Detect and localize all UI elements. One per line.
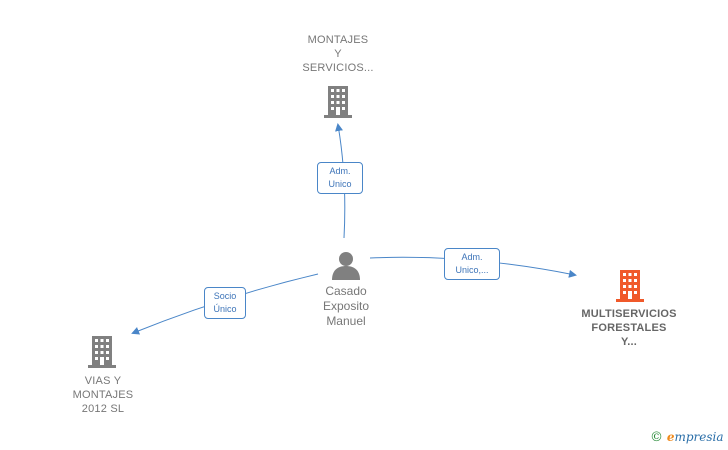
building-icon-highlighted[interactable] [614, 268, 646, 302]
node-vias-label[interactable]: VIAS Y MONTAJES 2012 SL [55, 374, 151, 416]
label-line: Socio [213, 291, 237, 301]
empresia-logo: © empresia [650, 430, 724, 445]
label-line: MONTAJES [307, 34, 369, 46]
label-line: SERVICIOS... [302, 62, 374, 74]
brand-name: mpresia [674, 430, 724, 444]
label-line: MONTAJES [72, 389, 134, 401]
label-line: Unico,... [455, 265, 489, 275]
label-line: FORESTALES [591, 322, 667, 334]
label-line: Y [334, 48, 342, 60]
node-multiservicios-label[interactable]: MULTISERVICIOS FORESTALES Y... [568, 307, 690, 349]
label-line: Y... [620, 336, 638, 348]
label-line: Adm. [461, 252, 483, 262]
building-icon[interactable] [86, 334, 118, 368]
node-montajes-label[interactable]: MONTAJES Y SERVICIOS... [290, 33, 386, 75]
label-line: MULTISERVICIOS [581, 308, 677, 320]
building-icon[interactable] [322, 84, 354, 118]
label-line: Único [213, 304, 237, 314]
person-icon[interactable] [331, 250, 361, 280]
label-line: Casado [325, 284, 367, 298]
label-line: Exposito [322, 299, 370, 313]
label-line: VIAS Y [84, 375, 122, 387]
node-person-label[interactable]: Casado Exposito Manuel [300, 284, 392, 329]
label-line: Unico [328, 179, 352, 189]
copyright-icon: © [650, 430, 663, 445]
label-line: Manuel [326, 314, 366, 328]
edge-label-adm-unico[interactable]: Adm. Unico [317, 162, 363, 194]
edge-label-adm-unico-multi[interactable]: Adm. Unico,... [444, 248, 500, 280]
label-line: Adm. [329, 166, 351, 176]
edge-label-socio-unico[interactable]: Socio Único [204, 287, 246, 319]
brand-initial: e [666, 430, 675, 444]
label-line: 2012 SL [81, 403, 125, 415]
